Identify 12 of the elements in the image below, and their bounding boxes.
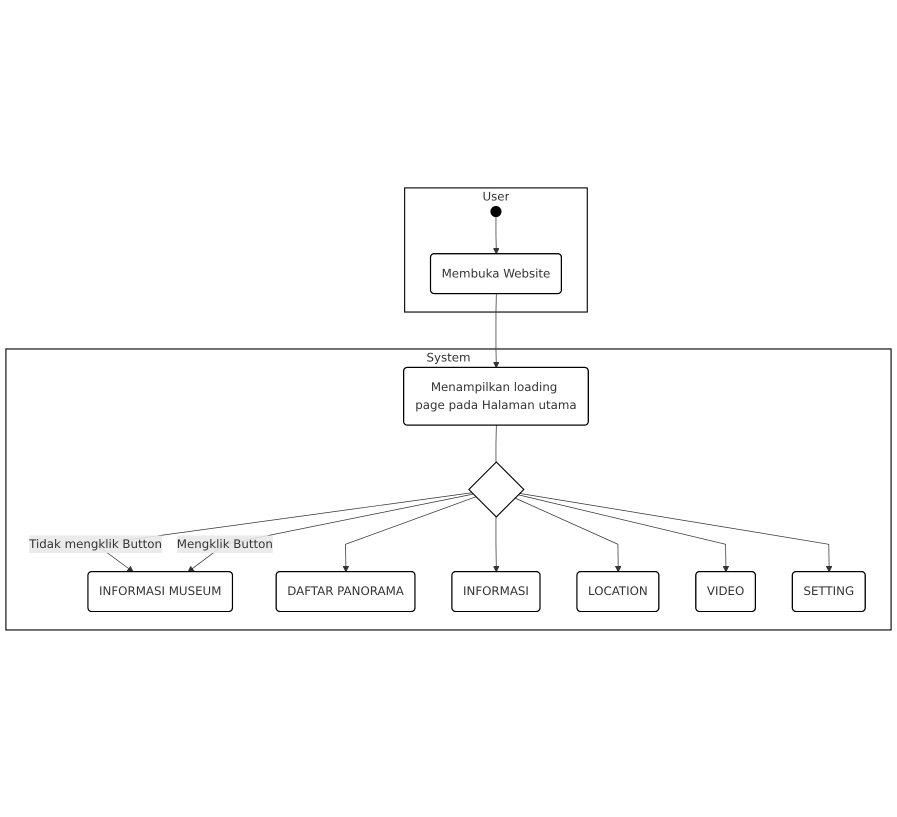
arrow <box>492 216 500 254</box>
arrow <box>518 494 730 572</box>
arrow <box>493 516 500 572</box>
edge-label: Mengklik Button <box>176 536 273 550</box>
node-circle <box>490 206 502 217</box>
node-diamond <box>468 460 525 518</box>
connector <box>496 424 497 462</box>
arrow <box>342 496 476 572</box>
arrow <box>492 293 500 368</box>
arrow <box>514 497 622 572</box>
edge-label: Tidak mengklik Button <box>29 536 162 550</box>
arrow <box>519 492 832 572</box>
